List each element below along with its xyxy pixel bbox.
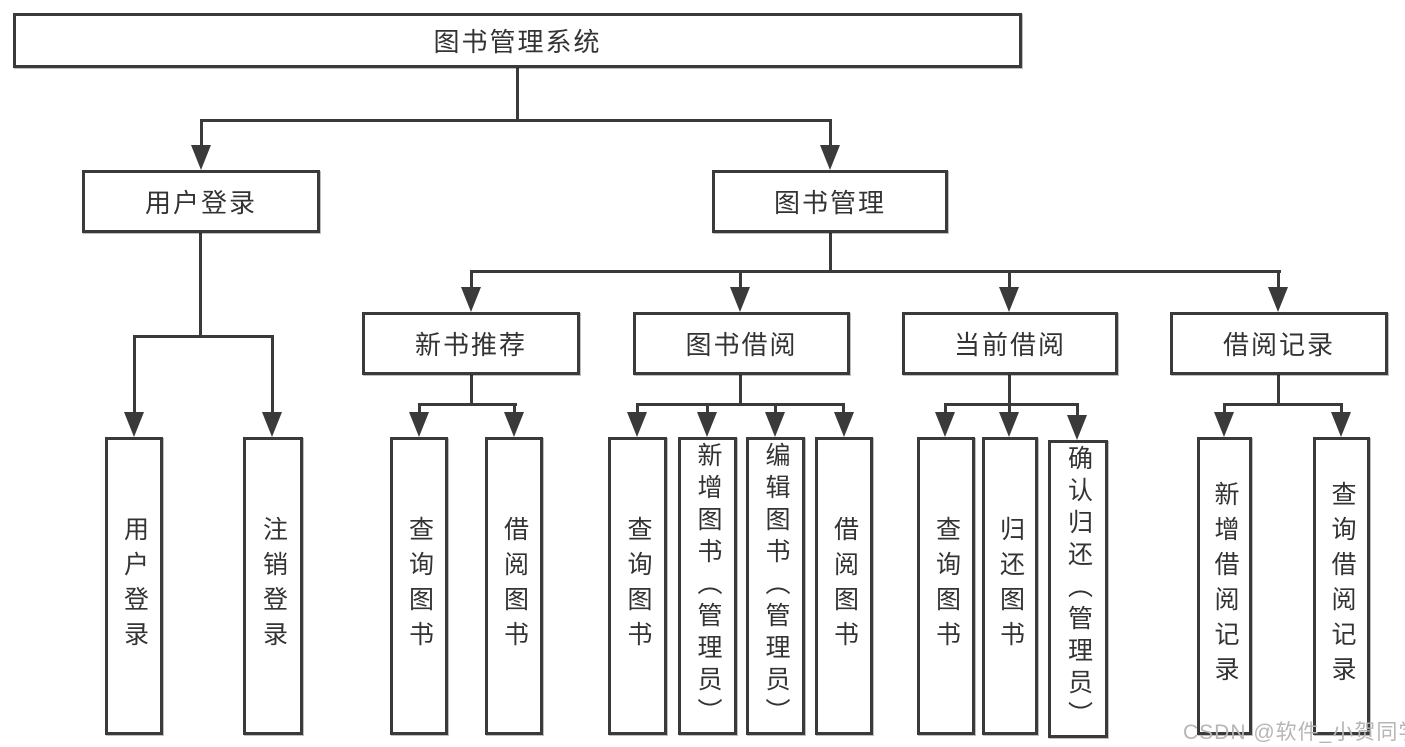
connector-line: [513, 403, 516, 416]
connector-line: [829, 119, 832, 149]
leaf-query-books: 查询图书: [390, 437, 448, 735]
leaf-borrow-books: 借阅图书: [485, 437, 543, 735]
arrow-down-icon: [834, 412, 854, 437]
connector-line: [1277, 375, 1280, 406]
connector-line: [706, 403, 709, 416]
connector-line: [774, 403, 777, 416]
connector-line: [636, 403, 639, 416]
arrow-down-icon: [409, 412, 429, 437]
leaf-query-borrow-record: 查询借阅记录: [1313, 437, 1370, 735]
connector-line: [1076, 403, 1079, 416]
arrow-down-icon: [697, 412, 717, 437]
connector-line: [944, 403, 1079, 406]
node-user-login: 用户登录: [82, 170, 320, 233]
arrow-down-icon: [461, 287, 481, 312]
arrow-down-icon: [191, 145, 211, 170]
connector-line: [199, 233, 202, 338]
arrow-down-icon: [730, 287, 750, 312]
arrow-down-icon: [1268, 287, 1288, 312]
connector-line: [1223, 403, 1343, 406]
leaf-add-books-admin: 新增图书（管理员）: [678, 437, 737, 735]
leaf-return-books: 归还图书: [982, 437, 1038, 735]
connector-line: [1223, 403, 1226, 416]
connector-line: [271, 335, 274, 414]
arrow-down-icon: [1214, 412, 1234, 437]
arrow-down-icon: [765, 412, 785, 437]
leaf-add-borrow-record: 新增借阅记录: [1197, 437, 1252, 735]
node-root-library-management-system: 图书管理系统: [13, 13, 1022, 68]
leaf-logout: 注销登录: [243, 437, 303, 735]
arrow-down-icon: [999, 287, 1019, 312]
connector-line: [739, 375, 742, 406]
node-book-borrowing: 图书借阅: [633, 312, 850, 375]
connector-line: [470, 270, 473, 292]
connector-line: [842, 403, 845, 416]
arrow-down-icon: [627, 412, 647, 437]
connector-line: [636, 403, 845, 406]
connector-line: [200, 119, 832, 122]
arrow-down-icon: [1331, 412, 1351, 437]
node-book-management: 图书管理: [712, 170, 948, 233]
connector-line: [1008, 403, 1011, 416]
leaf-edit-books-admin: 编辑图书（管理员）: [746, 437, 805, 735]
arrow-down-icon: [1067, 415, 1087, 440]
csdn-watermark: CSDN @软件_小贺同学: [1183, 721, 1405, 744]
connector-line: [1340, 403, 1343, 416]
node-borrowing-records: 借阅记录: [1170, 312, 1388, 375]
connector-line: [1008, 270, 1011, 292]
connector-line: [1277, 270, 1280, 292]
arrow-down-icon: [262, 412, 282, 437]
leaf-query-books: 查询图书: [608, 437, 667, 735]
connector-line: [133, 335, 274, 338]
arrow-down-icon: [935, 412, 955, 437]
connector-line: [200, 119, 203, 149]
connector-line: [133, 335, 136, 414]
leaf-user-login: 用户登录: [105, 437, 163, 735]
connector-line: [1008, 375, 1011, 406]
arrow-down-icon: [504, 412, 524, 437]
arrow-down-icon: [999, 412, 1019, 437]
arrow-down-icon: [124, 412, 144, 437]
leaf-borrow-books: 借阅图书: [815, 437, 873, 735]
node-new-book-recommendation: 新书推荐: [362, 312, 580, 375]
connector-line: [829, 233, 832, 273]
node-current-borrowing: 当前借阅: [902, 312, 1118, 375]
connector-line: [944, 403, 947, 416]
connector-line: [470, 375, 473, 406]
connector-line: [516, 68, 519, 121]
connector-line: [418, 403, 517, 406]
connector-line: [418, 403, 421, 416]
connector-line: [470, 270, 1281, 273]
leaf-query-books: 查询图书: [917, 437, 975, 735]
connector-line: [739, 270, 742, 292]
arrow-down-icon: [820, 145, 840, 170]
leaf-confirm-return-admin: 确认归还（管理员）: [1048, 440, 1108, 738]
